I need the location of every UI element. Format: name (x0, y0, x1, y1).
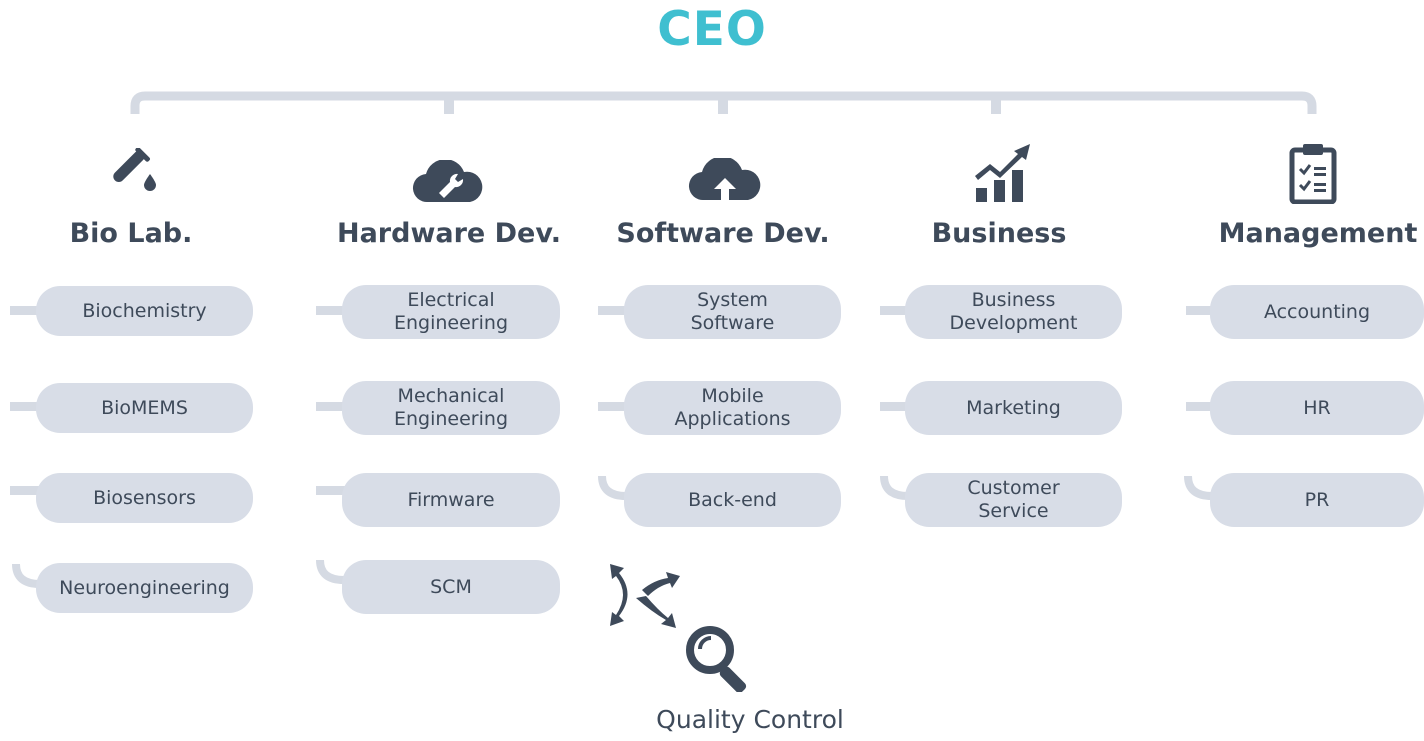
org-bracket (130, 91, 1317, 114)
connector (880, 306, 914, 315)
growth-chart-icon (975, 144, 1030, 202)
unit-scm: SCM (342, 560, 560, 614)
dept-software-dev: Software Dev. (616, 218, 830, 249)
dept-bio-lab: Bio Lab. (69, 218, 193, 249)
connector (598, 306, 632, 315)
unit-firmware: Firmware (342, 473, 560, 527)
dept-hardware-dev: Hardware Dev. (336, 218, 562, 249)
cloud-upload-icon (688, 158, 761, 201)
quality-control-label: Quality Control (656, 705, 844, 734)
unit-back-end: Back-end (624, 473, 841, 527)
unit-marketing: Marketing (905, 381, 1122, 435)
connector (10, 402, 44, 411)
connector-curved (880, 476, 909, 500)
unit-pr: PR (1210, 473, 1424, 527)
connector (1186, 306, 1220, 315)
connector (10, 306, 44, 315)
shuffle-arrows-icon (610, 564, 680, 628)
cloud-wrench-icon (412, 160, 483, 203)
unit-biochemistry: Biochemistry (36, 286, 253, 336)
unit-accounting: Accounting (1210, 285, 1424, 339)
dept-management: Management (1218, 218, 1418, 249)
connector-curved (316, 560, 345, 584)
unit-hr: HR (1210, 381, 1424, 435)
test-tube-icon (113, 148, 156, 191)
connector-curved (598, 476, 627, 500)
connector (1186, 402, 1220, 411)
clipboard-checklist-icon (1289, 144, 1337, 204)
connector (880, 402, 914, 411)
connector (316, 402, 350, 411)
unit-neuroengineering: Neuroengineering (36, 563, 253, 613)
unit-biosensors: Biosensors (36, 473, 253, 523)
ceo-title: CEO (657, 2, 767, 57)
connector (316, 486, 350, 495)
connector (316, 306, 350, 315)
connector-curved (1184, 476, 1213, 500)
connector (598, 402, 632, 411)
unit-biomems: BioMEMS (36, 383, 253, 433)
magnifier-icon (686, 626, 747, 692)
connector (10, 486, 44, 495)
dept-business: Business (931, 218, 1067, 249)
